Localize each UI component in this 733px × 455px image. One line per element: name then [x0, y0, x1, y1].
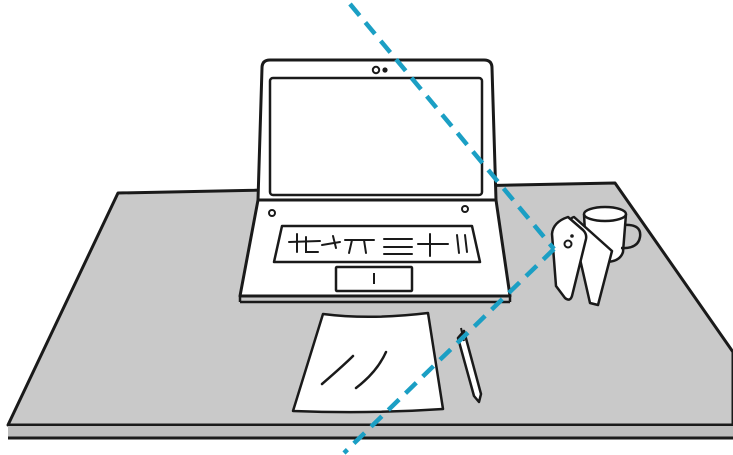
keyboard-area: [274, 226, 480, 262]
desk-front-panel: [8, 426, 733, 438]
laptop-screen: [270, 78, 482, 195]
laptop: [240, 60, 510, 302]
hinge-screw-left: [269, 210, 275, 216]
phone-camera-icon: [565, 241, 572, 248]
mug-rim: [584, 207, 626, 221]
webcam-light: [382, 67, 387, 72]
webcam-icon: [373, 67, 379, 73]
phone-flash-dot: [570, 234, 574, 238]
hinge-screw-right: [462, 206, 468, 212]
